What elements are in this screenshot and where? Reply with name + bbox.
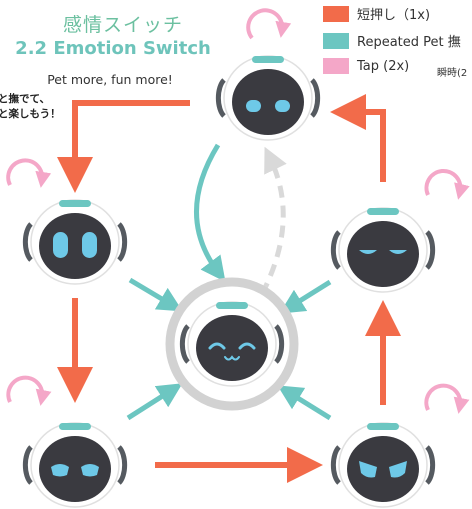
robot-right [333,208,432,292]
tap-loop-bottom-right [424,383,470,414]
robot-bottom-right [333,423,432,507]
legend-label-tap: Tap (2x) [357,58,410,74]
tap-loop-left [6,158,52,188]
legend-label-repeated-pet: Repeated Pet 撫 [357,35,461,50]
arrow-top-to-left [57,100,190,193]
robot-bottom-left [25,423,124,507]
legend-swatch-short-press [323,5,349,22]
arrow-left-to-center [128,277,183,312]
arrow-bottom-right-to-center [277,385,332,421]
legend-swatch-tap [323,58,349,74]
legend-item-short-press: 短押し（1x) [323,4,430,23]
robot-left [25,200,124,284]
arrow-center-to-top-dashed [259,146,287,296]
tap-loop-bottom-left [6,375,52,406]
arrow-right-to-top [330,94,386,182]
arrow-right-to-center [279,279,332,314]
title-japanese: 感情スイッチ [62,14,183,36]
robot-top [218,56,317,140]
robot-center [182,302,281,386]
japanese-note-line2: と楽しもう！ [0,108,61,120]
legend-item-repeated-pet: Repeated Pet 撫 [323,31,461,50]
arrow-bottom-left-to-center [126,383,183,421]
legend-extra-text: 瞬時(2 [437,68,468,79]
title-english: 2.2 Emotion Switch [15,38,211,59]
arrow-top-to-center [194,143,226,282]
tap-loop-top [246,8,292,40]
legend-item-tap: Tap (2x) [323,58,409,74]
tagline: Pet more, fun more! [47,72,173,87]
legend-swatch-repeated-pet [323,32,349,49]
tap-loop-right [424,168,470,200]
legend-label-short-press: 短押し（1x) [357,8,431,23]
japanese-note: と撫でて、 と楽しもう！ [0,92,61,122]
japanese-note-line1: と撫でて、 [0,93,50,105]
